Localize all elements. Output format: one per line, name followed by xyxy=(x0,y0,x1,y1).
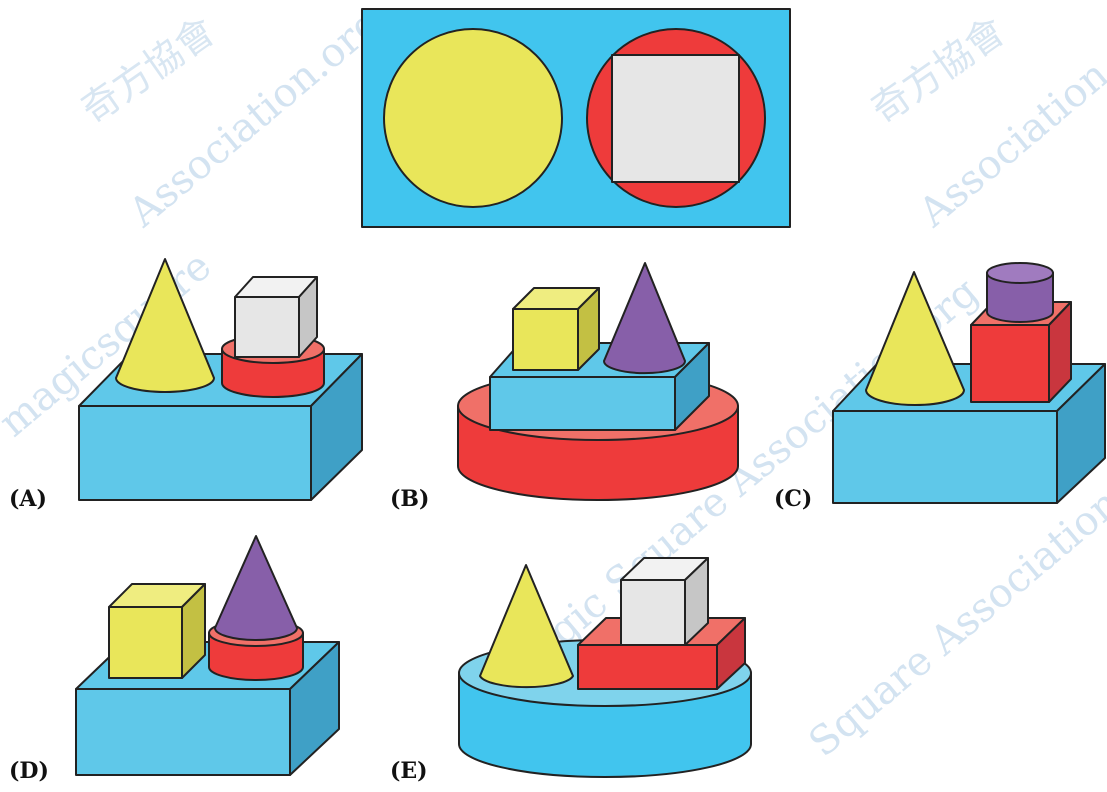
cone xyxy=(603,262,686,375)
cone xyxy=(115,258,215,393)
option-d-label[interactable]: (D) xyxy=(9,758,49,784)
top-view-panel xyxy=(361,8,791,228)
cylinder-top xyxy=(986,262,1054,284)
cube-front xyxy=(620,579,686,646)
top-view-white-square xyxy=(611,54,740,183)
option-a-figure xyxy=(78,258,363,501)
cube-front xyxy=(970,324,1050,403)
cylinder-body xyxy=(986,272,1054,323)
slab-front xyxy=(489,376,676,431)
cube-front xyxy=(512,308,579,371)
box-front xyxy=(832,410,1058,504)
cube-front xyxy=(108,606,183,679)
top-view-yellow-circle xyxy=(383,28,563,208)
slab-front xyxy=(577,644,718,690)
cube-front xyxy=(234,296,300,358)
box-front xyxy=(75,688,291,776)
option-e-figure xyxy=(458,557,752,778)
option-b-label[interactable]: (B) xyxy=(390,486,430,512)
cone xyxy=(865,271,965,406)
option-a-label[interactable]: (A) xyxy=(9,486,47,512)
option-d-figure xyxy=(75,535,340,776)
option-b-figure xyxy=(457,262,739,501)
option-e-label[interactable]: (E) xyxy=(390,758,428,784)
option-c-figure xyxy=(832,262,1106,504)
option-c-label[interactable]: (C) xyxy=(774,486,813,512)
cone xyxy=(479,564,574,689)
cone xyxy=(214,535,298,641)
box-front xyxy=(78,405,312,501)
